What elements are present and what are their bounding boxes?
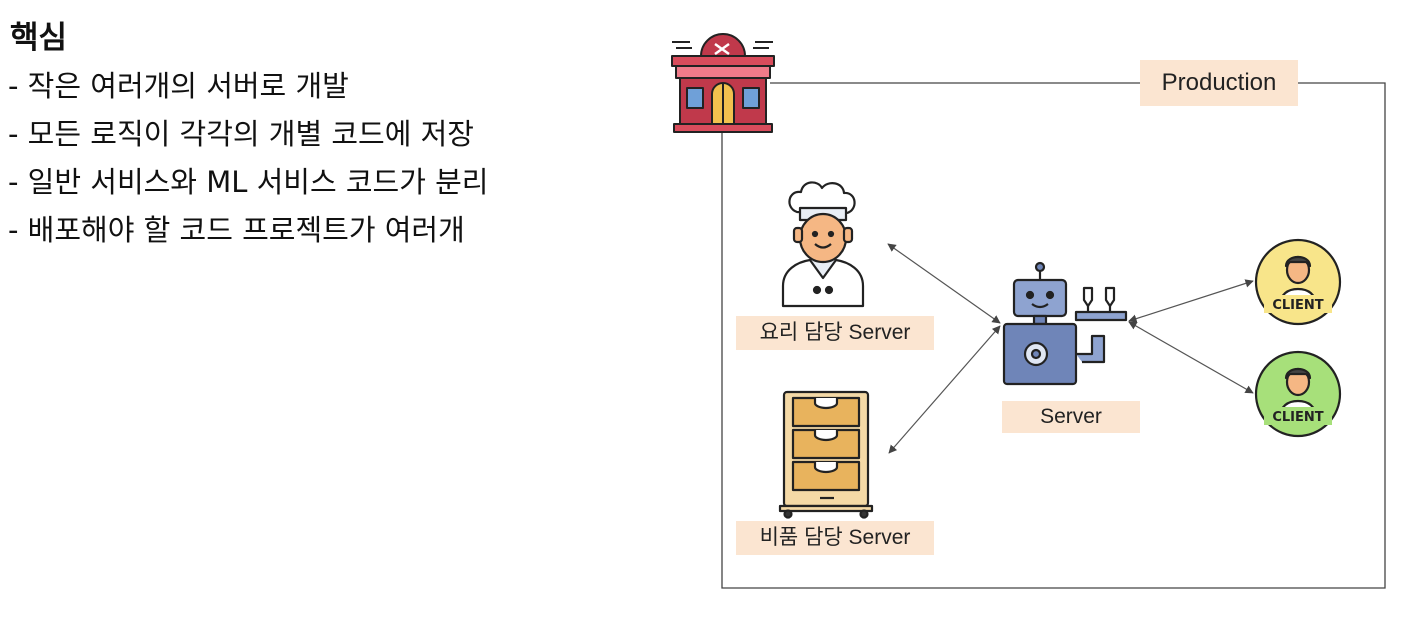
client-icon: CLIENT [1254, 350, 1342, 438]
cabinet-icon [778, 390, 874, 519]
client-label: CLIENT [1272, 410, 1323, 425]
bullet-item: - 일반 서비스와 ML 서비스 코드가 분리 [8, 165, 489, 199]
arrow-supply-server [888, 325, 1001, 454]
arrow-cook-server [887, 243, 1001, 324]
server-label: Server [1002, 401, 1140, 433]
production-boundary [721, 82, 1386, 589]
bullet-list: - 작은 여러개의 서버로 개발 - 모든 로직이 각각의 개별 코드에 저장 … [8, 62, 488, 254]
heading: 핵심 [10, 20, 68, 56]
chef-icon [781, 181, 865, 308]
robot-waiter-icon [1002, 261, 1128, 386]
cook-server-label: 요리 담당 Server [736, 316, 934, 350]
client-label: CLIENT [1272, 298, 1323, 313]
bullet-item: - 작은 여러개의 서버로 개발 [8, 69, 349, 103]
bullet-item: - 모든 로직이 각각의 개별 코드에 저장 [8, 117, 474, 151]
production-label: Production [1140, 60, 1298, 106]
arrow-server-client-2 [1128, 321, 1254, 394]
bullet-item: - 배포해야 할 코드 프로젝트가 여러개 [8, 213, 465, 247]
restaurant-icon [671, 33, 775, 133]
client-icon: CLIENT [1254, 238, 1342, 326]
arrow-server-client-1 [1128, 279, 1254, 323]
supply-server-label: 비품 담당 Server [736, 521, 934, 555]
